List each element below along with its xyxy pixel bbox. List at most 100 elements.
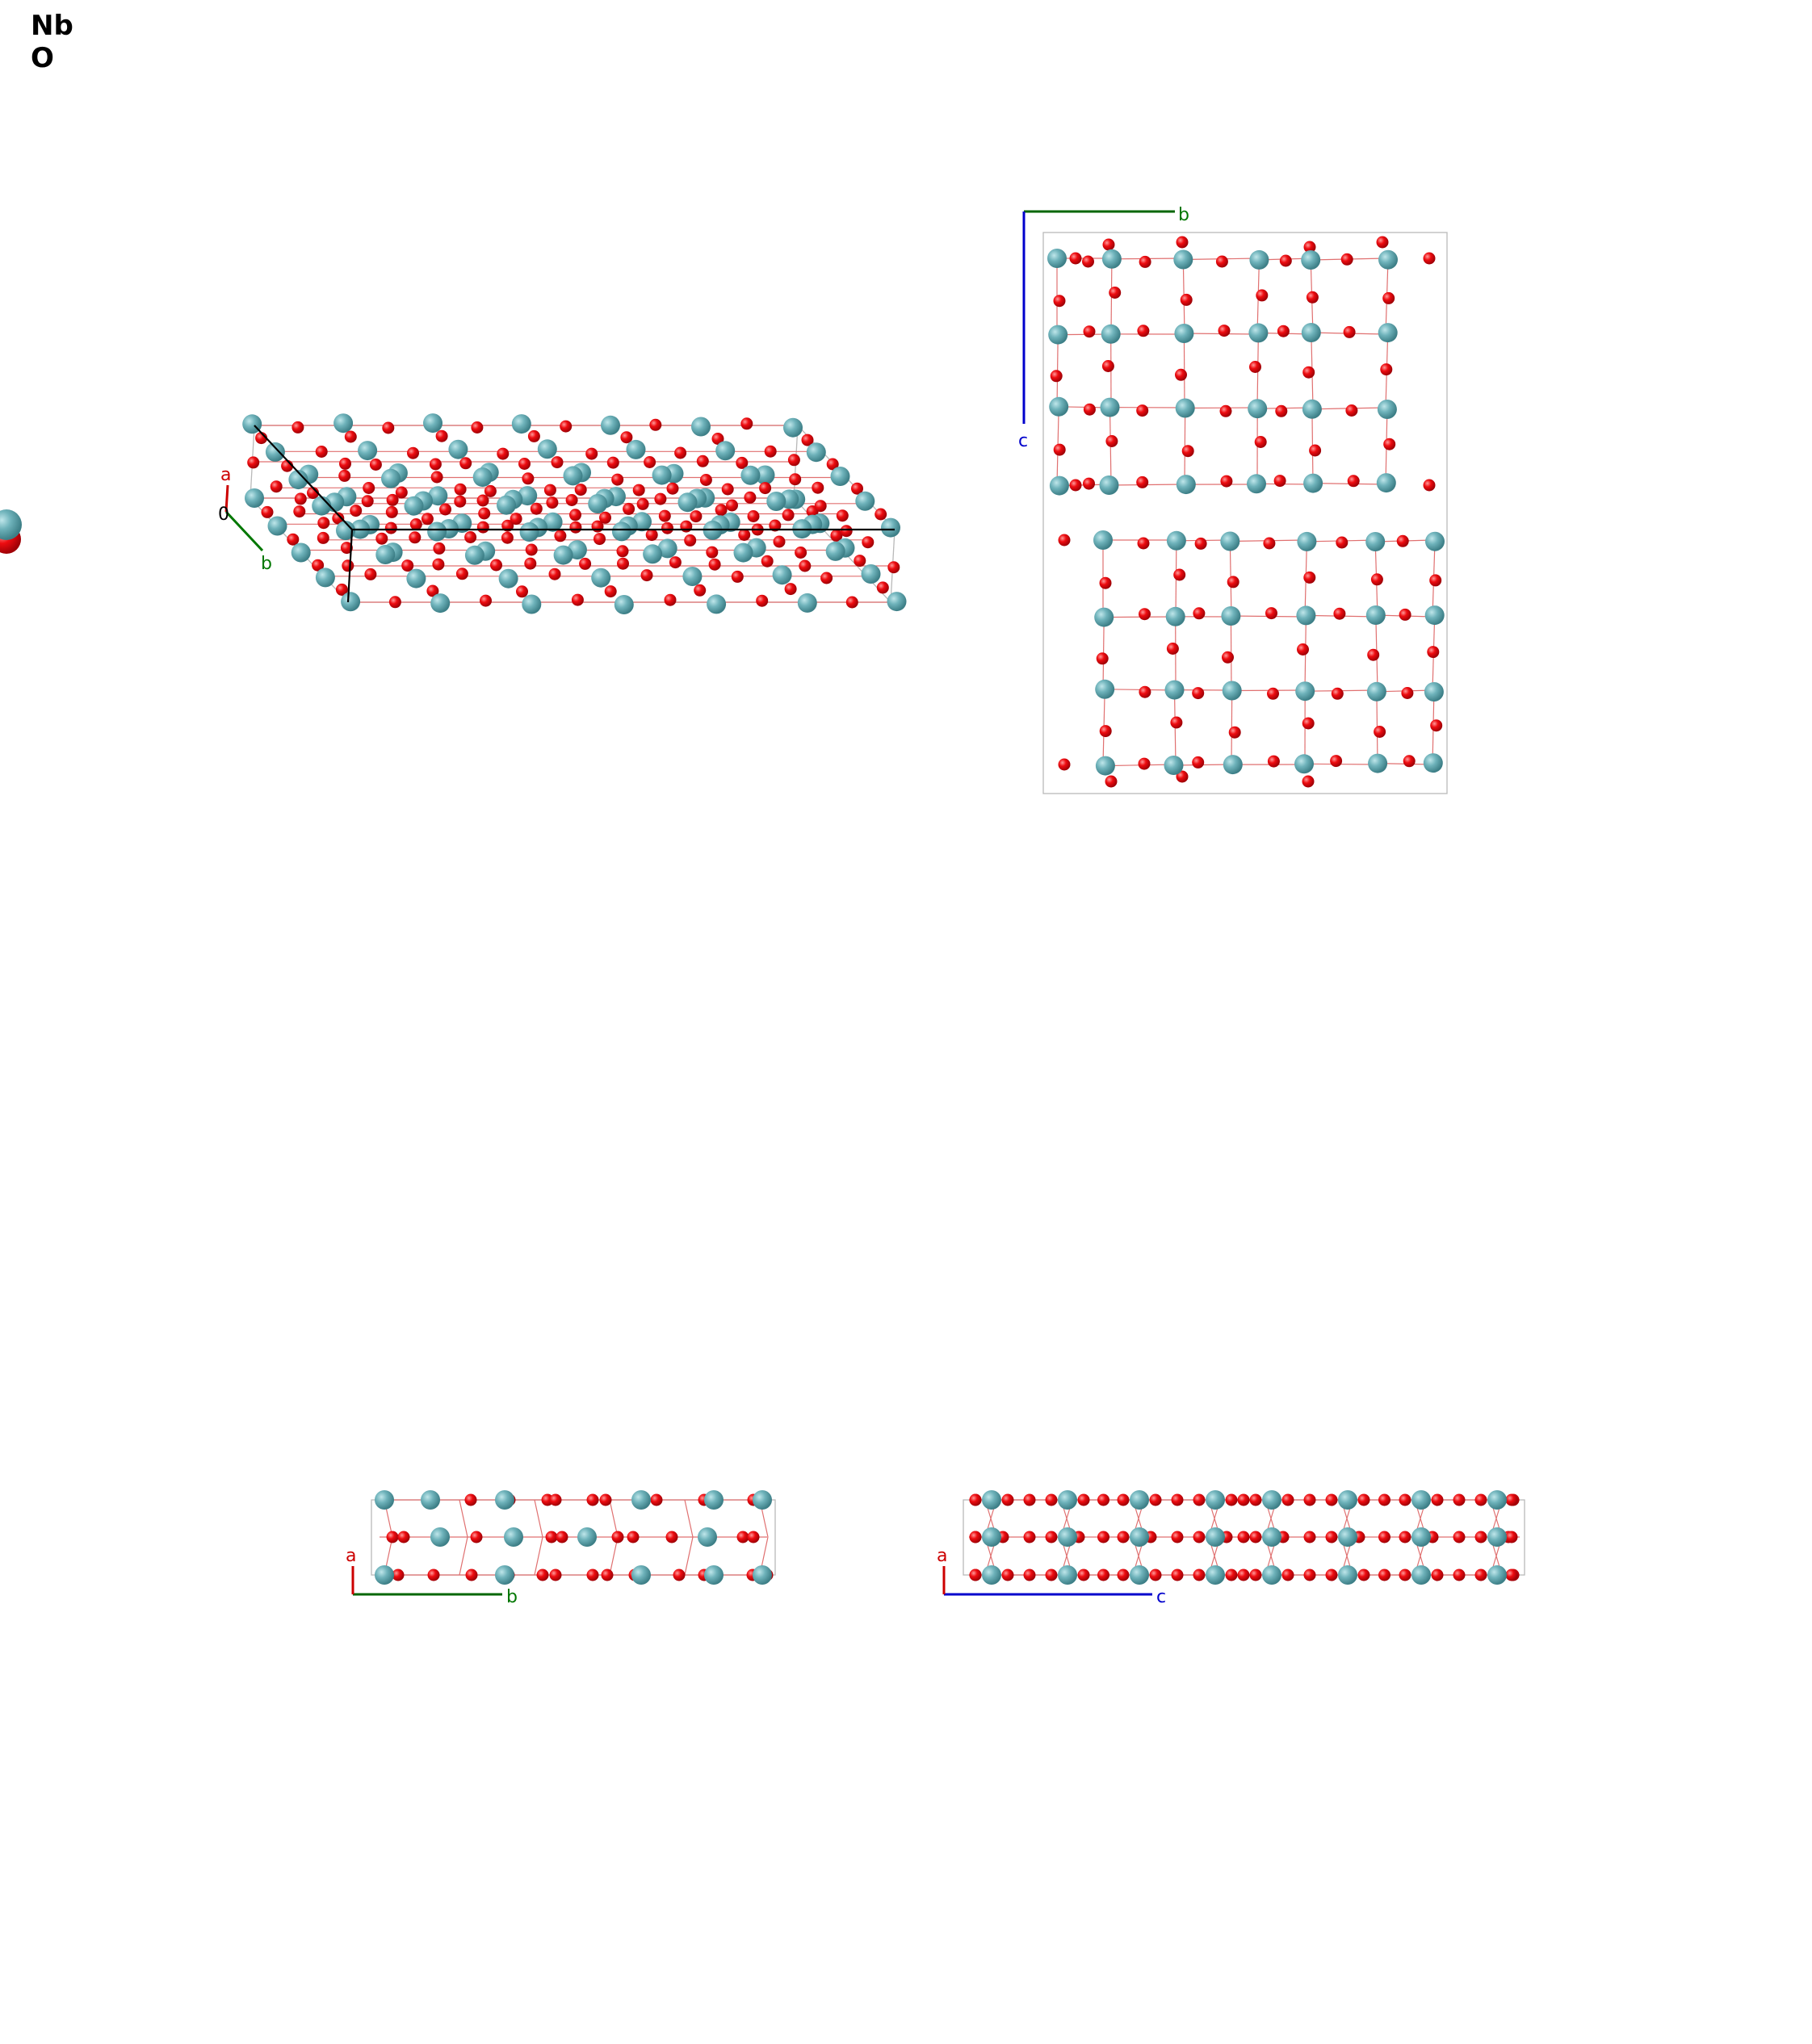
ac-axis-triad: a c [937, 1546, 1166, 1607]
niobium-atom [1093, 530, 1113, 550]
oxygen-atom [375, 532, 388, 545]
ac-projection-view: a c [937, 1490, 1525, 1607]
niobium-atom [611, 521, 631, 542]
oxygen-atom [1218, 325, 1231, 337]
bc-axis-label-c: c [1018, 431, 1028, 451]
oxygen-atom [1069, 479, 1082, 492]
oxygen-atom [574, 484, 587, 496]
oxygen-atom [1297, 643, 1309, 656]
oxygen-atom [669, 556, 682, 569]
oxygen-atom [1275, 404, 1288, 417]
niobium-atom [1165, 606, 1185, 626]
niobium-atom [591, 568, 611, 588]
oxygen-atom [1105, 775, 1118, 788]
bc-atoms [1047, 236, 1445, 788]
oxygen-atom [1077, 1493, 1090, 1506]
oxygen-atom [715, 504, 728, 517]
oxygen-atom [606, 456, 619, 469]
oxygen-atom [636, 497, 649, 510]
oxygen-atom [1453, 1569, 1466, 1581]
niobium-atom [1220, 531, 1240, 551]
oxygen-atom [546, 496, 559, 509]
niobium-atom [423, 413, 443, 434]
oxygen-atom [361, 495, 374, 508]
oxygen-atom [738, 529, 751, 541]
niobium-atom [1058, 1527, 1077, 1547]
oxygen-atom [649, 418, 662, 431]
oxygen-atom [1279, 254, 1292, 267]
niobium-atom [1048, 325, 1068, 345]
oxygen-atom [1083, 325, 1096, 338]
niobium-atom [1262, 1490, 1281, 1510]
niobium-atom [753, 1490, 772, 1510]
niobium-atom [657, 538, 677, 559]
legend-sphere-nb [0, 509, 22, 540]
oxygen-atom [789, 473, 802, 486]
oxygen-atom [1249, 1493, 1262, 1506]
oxygen-atom [386, 493, 399, 506]
oxygen-atom [1345, 404, 1358, 417]
oxygen-atom [616, 545, 629, 558]
oxygen-atom [395, 486, 408, 499]
oxygen-atom [969, 1569, 982, 1581]
oxygen-atom [1149, 1569, 1162, 1581]
oxygen-atom [1263, 537, 1276, 550]
bond [459, 1499, 468, 1538]
oxygen-atom [490, 559, 502, 572]
ac-atoms [969, 1490, 1520, 1585]
oxygen-atom [427, 1569, 440, 1581]
oxygen-atom [1401, 687, 1414, 699]
oxygen-atom [594, 533, 606, 546]
perspective-atoms [242, 413, 907, 614]
oxygen-atom [470, 1531, 483, 1543]
oxygen-atom [611, 1531, 624, 1543]
niobium-atom [1166, 530, 1186, 551]
niobium-atom [691, 417, 711, 437]
oxygen-atom [1254, 436, 1267, 448]
oxygen-atom [579, 557, 592, 570]
oxygen-atom [464, 531, 477, 543]
ab-axis-triad: a b [346, 1546, 518, 1607]
oxygen-atom [551, 456, 564, 469]
perspective-axis-label-b: b [261, 554, 272, 574]
oxygen-atom [1077, 1569, 1090, 1581]
oxygen-atom [476, 494, 489, 507]
niobium-atom [1206, 1490, 1225, 1510]
oxygen-atom [522, 472, 535, 485]
oxygen-atom [1109, 287, 1122, 299]
oxygen-atom [726, 499, 738, 512]
niobium-atom [1365, 605, 1386, 625]
oxygen-atom [736, 1531, 749, 1543]
oxygen-atom [604, 585, 617, 598]
niobium-atom [265, 442, 285, 462]
niobium-atom [1295, 681, 1315, 702]
oxygen-atom [1427, 646, 1440, 659]
oxygen-atom [1137, 325, 1150, 337]
oxygen-atom [518, 458, 531, 470]
oxygen-atom [1357, 1493, 1370, 1506]
niobium-atom [312, 496, 332, 516]
oxygen-atom [465, 1569, 478, 1581]
oxygen-atom [1139, 255, 1151, 268]
niobium-atom [755, 465, 775, 485]
bc-axis-label-b: b [1178, 205, 1189, 225]
niobium-atom [631, 1565, 651, 1585]
niobium-atom [766, 492, 786, 511]
oxygen-atom [409, 518, 422, 530]
oxygen-atom [1249, 1531, 1262, 1543]
niobium-atom [1100, 397, 1120, 417]
oxygen-atom [1302, 717, 1315, 730]
oxygen-atom [530, 502, 543, 515]
oxygen-atom [640, 569, 653, 582]
oxygen-atom [433, 542, 446, 555]
niobium-atom [881, 517, 900, 538]
oxygen-atom [826, 458, 839, 471]
oxygen-atom [1228, 726, 1241, 739]
ab-projection-view: a b [346, 1490, 776, 1607]
oxygen-atom [1149, 1493, 1162, 1506]
niobium-atom [504, 1527, 523, 1547]
oxygen-atom [699, 474, 712, 486]
oxygen-atom [1378, 1531, 1390, 1543]
oxygen-atom [632, 484, 645, 496]
oxygen-atom [1192, 687, 1205, 700]
